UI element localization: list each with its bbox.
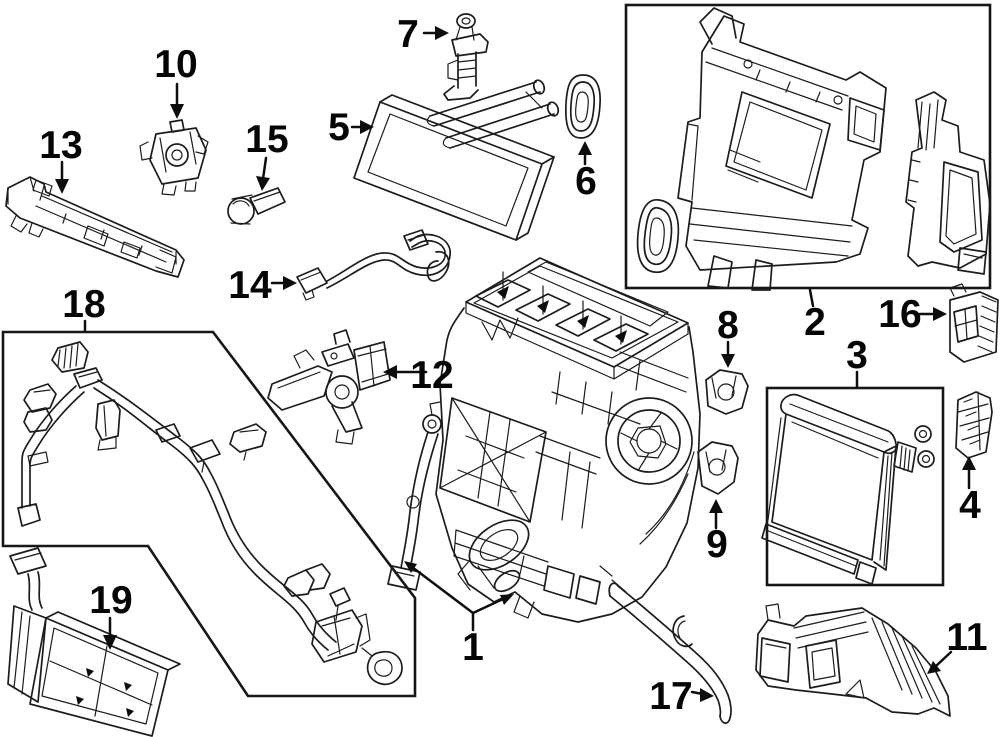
callout-16[interactable]: 16 [878,293,947,336]
callout-7-label[interactable]: 7 [397,13,419,56]
part-18-group-box [1,330,417,698]
part-17-drain-hose [608,582,732,724]
callout-18[interactable]: 18 [62,283,106,333]
callout-18-label[interactable]: 18 [62,283,105,326]
part-18-wire-harness [17,341,403,686]
callout-13[interactable]: 13 [39,124,83,194]
part-13-mounting-rail [5,176,185,278]
callout-19[interactable]: 19 [89,579,133,650]
callout-4[interactable]: 4 [959,456,981,527]
callout-14-label[interactable]: 14 [228,264,272,307]
callout-5-label[interactable]: 5 [328,106,350,149]
callout-2[interactable]: 2 [804,288,826,344]
callout-7[interactable]: 7 [397,13,449,56]
callout-14[interactable]: 14 [228,264,297,307]
part-6-grommet [564,74,601,139]
part-16-resistor [949,283,999,363]
part-2-heater-housing [677,7,887,291]
callout-17[interactable]: 17 [649,675,714,718]
callout-15[interactable]: 15 [245,118,289,191]
callout-17-label[interactable]: 17 [649,675,692,718]
callout-9[interactable]: 9 [706,499,728,566]
part-2-side-cover [905,91,991,275]
part-14-sensor-cord [296,229,451,301]
callout-8[interactable]: 8 [717,304,739,368]
part-3-group-box [761,386,945,587]
callout-3[interactable]: 3 [846,334,868,389]
callout-3-label[interactable]: 3 [846,334,868,377]
callout-6[interactable]: 6 [575,141,597,203]
callout-11-label[interactable]: 11 [946,616,987,659]
callout-13-label[interactable]: 13 [39,124,82,167]
part-15-sensor [227,187,286,225]
callout-19-label[interactable]: 19 [89,579,132,622]
callout-11[interactable]: 11 [927,616,988,674]
part-2-group-box [624,3,992,291]
callout-8-label[interactable]: 8 [717,304,739,347]
part-10-water-valve [139,119,209,196]
callout-10[interactable]: 10 [154,43,198,119]
callout-2-label[interactable]: 2 [804,301,826,344]
callout-12[interactable]: 12 [383,354,454,397]
part-4-bracket [955,391,993,459]
callout-15-label[interactable]: 15 [245,118,288,161]
callout-6-label[interactable]: 6 [575,160,597,203]
part-8-clamp [705,369,749,415]
callout-16-label[interactable]: 16 [878,293,921,336]
part-7-bracket [443,13,489,101]
part-12-servo-motor [267,329,391,445]
part-11-air-duct [755,603,951,717]
part-5-heater-core [353,79,560,241]
callout-4-label[interactable]: 4 [959,484,981,527]
part-3-evaporator [761,393,935,585]
callout-12-label[interactable]: 12 [410,354,453,397]
callout-1[interactable]: 1 [404,561,514,669]
part-2-grommet [636,199,680,273]
part-19-heater-element [7,547,181,737]
part-9-clamp [697,441,739,495]
callout-1-label[interactable]: 1 [462,626,484,669]
callout-9-label[interactable]: 9 [706,523,728,566]
callout-5[interactable]: 5 [328,106,374,149]
callout-10-label[interactable]: 10 [154,43,197,86]
